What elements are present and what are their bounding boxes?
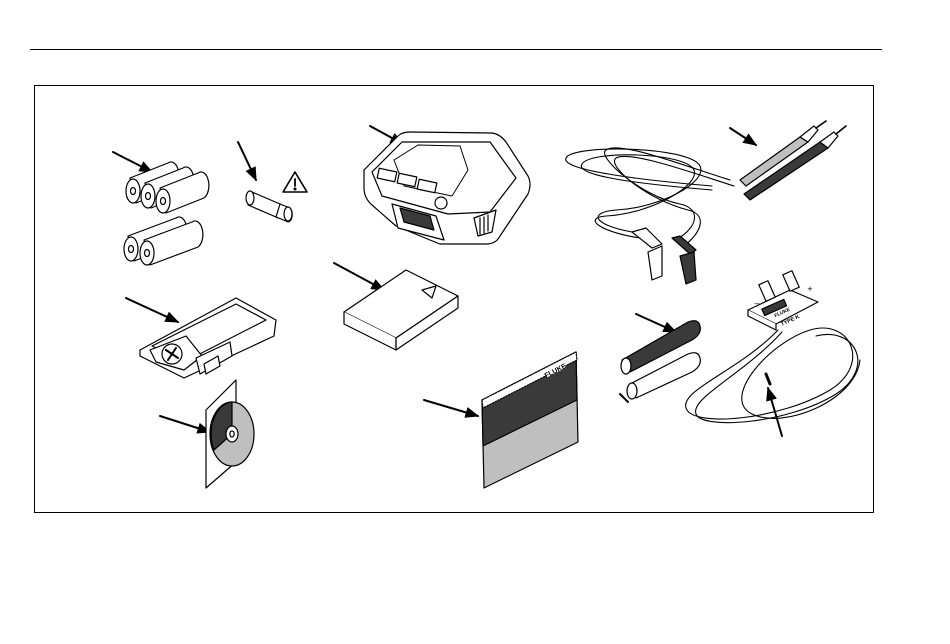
thermocouple-probe (686, 271, 860, 436)
alligator-clips (620, 314, 700, 402)
memory-card-pointer-arrow (334, 263, 384, 290)
test-leads (566, 121, 846, 284)
batteries (113, 152, 209, 265)
manual-pointer-arrow (424, 400, 478, 416)
cd-rom (160, 380, 254, 488)
fuse (238, 142, 307, 222)
thermocouple-plus-label: + (807, 284, 812, 294)
warning-icon (283, 172, 307, 192)
memory-card (334, 263, 458, 350)
cd-rom-pointer-arrow (160, 416, 210, 432)
battery-door (126, 298, 276, 378)
clips-pointer-arrow (636, 314, 676, 332)
fuse-pointer-arrow (238, 142, 256, 180)
thermocouple-minus-label: – (754, 298, 759, 308)
meter-unit (364, 126, 530, 244)
batteries-pointer-arrow (113, 152, 152, 172)
thermocouple-pointer-arrow (768, 388, 782, 436)
battery-door-pointer-arrow (126, 298, 178, 322)
test-leads-pointer-arrow (730, 128, 756, 145)
